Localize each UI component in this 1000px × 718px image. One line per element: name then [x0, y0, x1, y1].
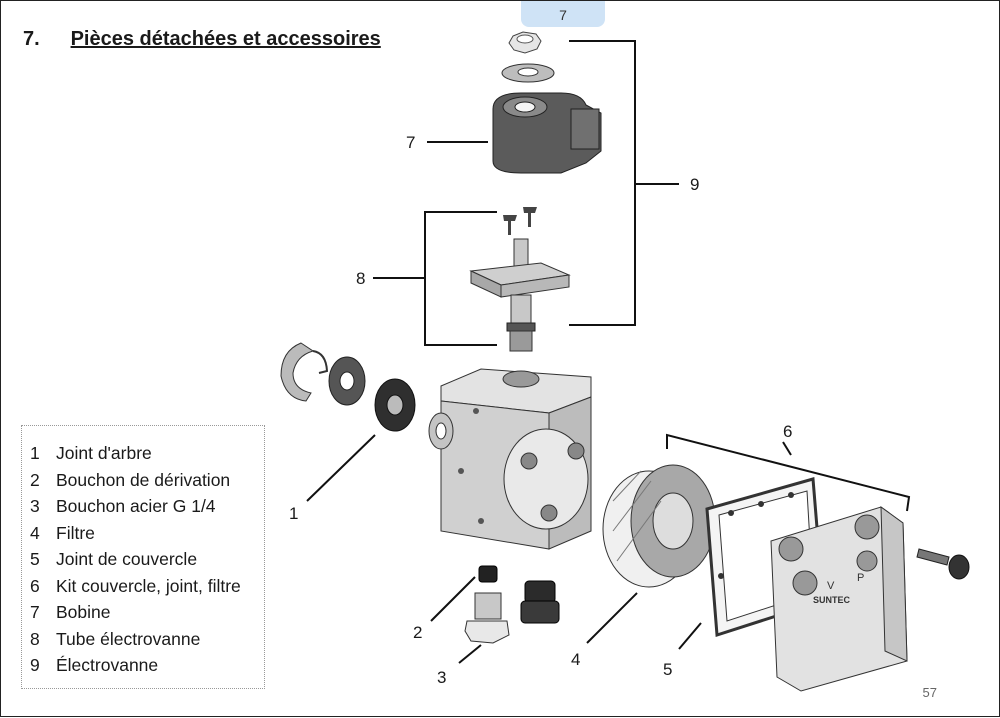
callout-6: 6 [783, 422, 792, 441]
legend-number: 6 [30, 575, 40, 596]
screws-part [503, 207, 537, 235]
legend-number: 3 [30, 496, 40, 516]
legend-item: 8 Tube électrovanne [30, 628, 200, 650]
section-title: 7. Pièces détachées et accessoires [23, 28, 381, 51]
legend-label: Tube électrovanne [56, 628, 201, 649]
valve-tube-part [469, 238, 571, 352]
callout-8: 8 [356, 269, 365, 288]
nut-part [508, 31, 542, 54]
callout-3: 3 [437, 668, 446, 687]
cover-brand: SUNTEC [813, 595, 851, 605]
legend-label: Kit couvercle, joint, filtre [56, 575, 241, 596]
legend-label: Joint d'arbre [56, 443, 152, 463]
legend-item: 6 Kit couvercle, joint, filtre [30, 575, 241, 597]
legend-item: 3 Bouchon acier G 1/4 [30, 495, 216, 517]
legend-item: 2 Bouchon de dérivation [30, 469, 230, 491]
legend-item: 9 Électrovanne [30, 654, 158, 676]
legend-item: 4 Filtre [30, 522, 95, 544]
callout-9: 9 [690, 175, 699, 194]
legend-number: 2 [30, 469, 40, 490]
callout-5: 5 [663, 660, 672, 679]
legend-number: 9 [30, 655, 40, 675]
pump-body-part [428, 368, 592, 550]
callout-4: 4 [571, 650, 580, 669]
legend-label: Bobine [56, 602, 111, 622]
cover-mark-p: P [857, 572, 864, 584]
legend-label: Bouchon de dérivation [56, 469, 231, 490]
legend-label: Électrovanne [56, 655, 159, 675]
legend-number: 5 [30, 549, 40, 569]
section-title-text: Pièces détachées et accessoires [70, 28, 381, 50]
cover-part: SUNTEC V P [770, 505, 908, 692]
callout-7: 7 [406, 133, 415, 152]
legend-label: Bouchon acier G 1/4 [56, 496, 216, 516]
legend-number: 7 [30, 602, 40, 622]
legend-number: 1 [30, 443, 40, 463]
legend-number: 8 [30, 628, 40, 649]
cover-screw-part [916, 548, 970, 580]
washer-part [501, 63, 555, 83]
legend-item: 5 Joint de couvercle [30, 548, 197, 570]
page-number: 57 [922, 685, 937, 700]
legend-label: Filtre [56, 522, 95, 543]
legend-item: 7 Bobine [30, 601, 111, 623]
section-number: 7. [23, 28, 40, 50]
shaft-seal-part [280, 342, 416, 432]
cover-mark-v: V [827, 580, 835, 592]
legend-number: 4 [30, 522, 40, 543]
legend-item: 1 Joint d'arbre [30, 442, 152, 464]
section-tab[interactable]: 7 [521, 1, 605, 27]
callout-2: 2 [413, 623, 422, 642]
callout-1: 1 [289, 504, 298, 523]
legend-label: Joint de couvercle [56, 549, 198, 569]
filter-part [602, 464, 716, 588]
leader-lines [306, 40, 911, 664]
coil-part [492, 92, 602, 174]
plugs-part [464, 565, 560, 644]
